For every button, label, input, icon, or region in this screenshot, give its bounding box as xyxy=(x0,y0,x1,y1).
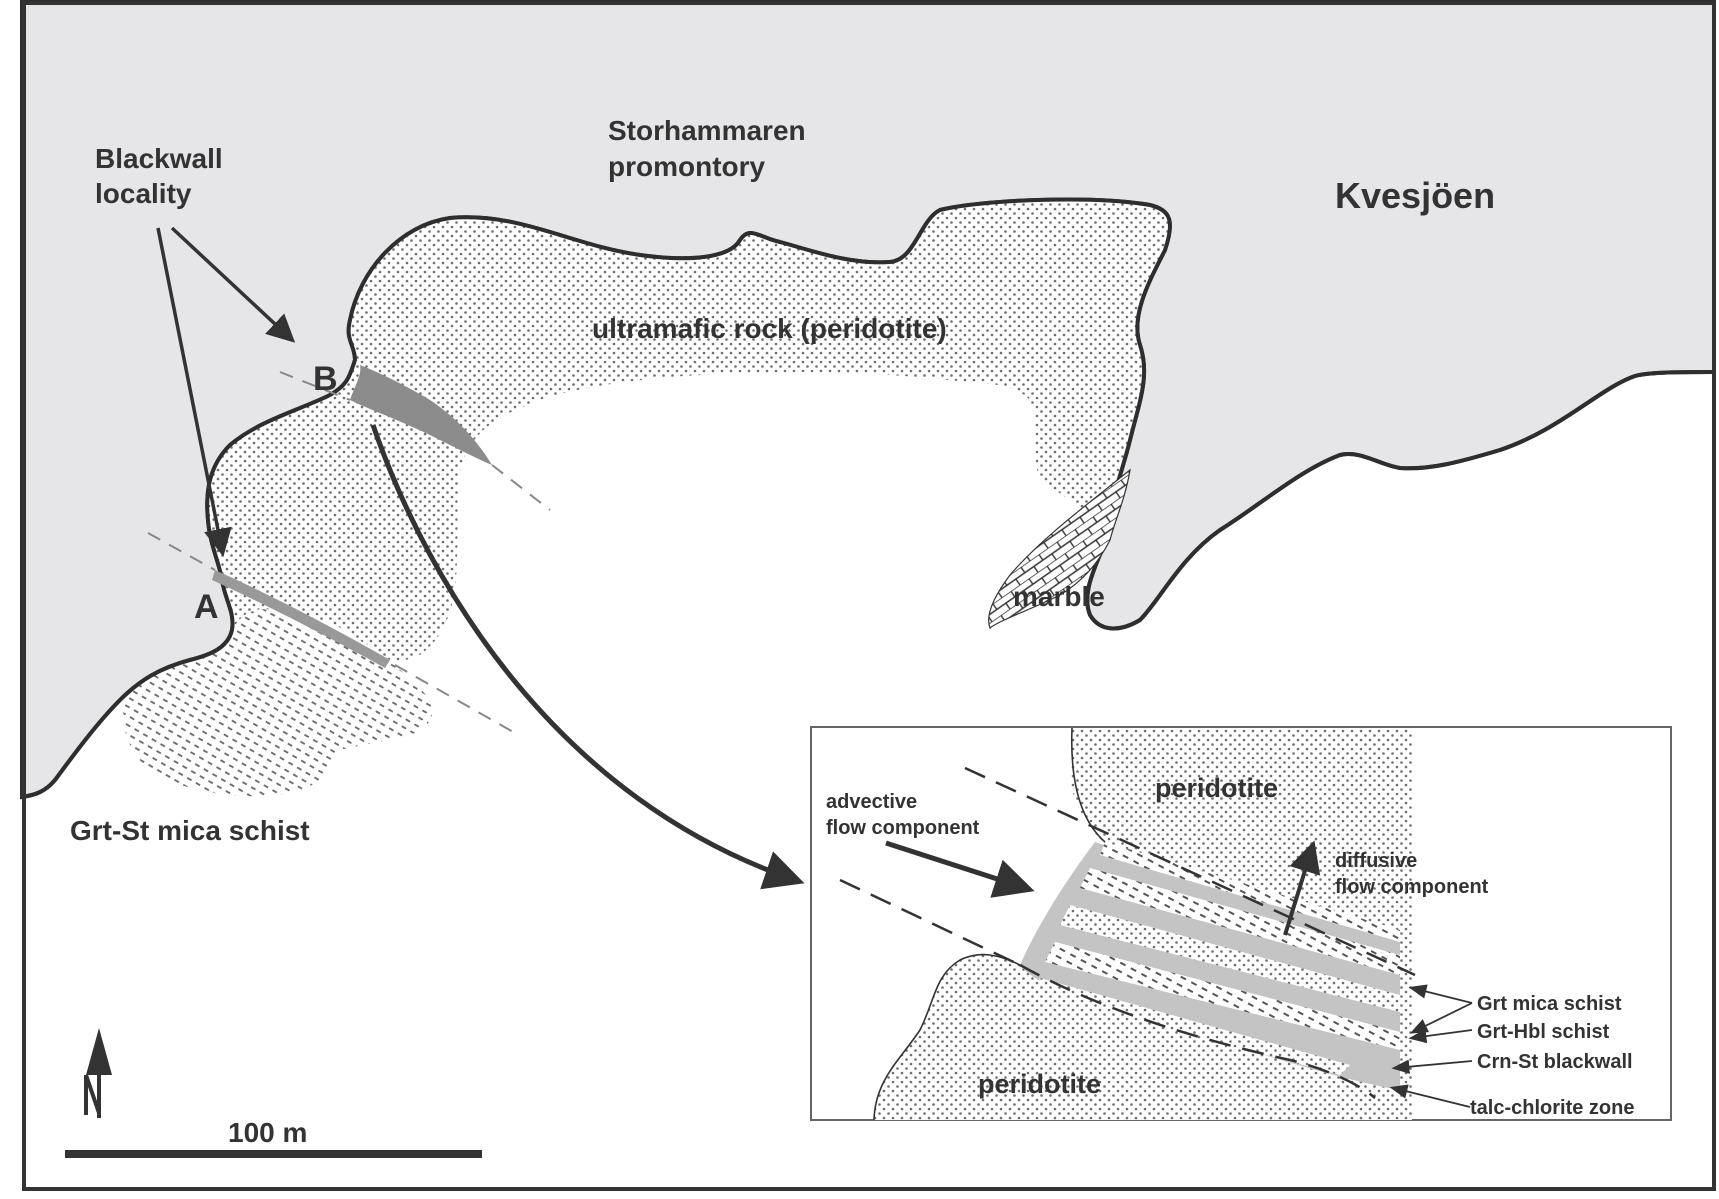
mica-schist-area xyxy=(123,609,433,797)
ultramafic-rock-area xyxy=(207,199,1170,661)
structure-line-b-west xyxy=(279,371,351,401)
inset-label-diffusive-1: diffusive xyxy=(1335,850,1417,872)
label-lake: Kvesjöen xyxy=(1335,175,1495,216)
inset-label-peridotite-top: peridotite xyxy=(1155,773,1278,803)
label-promontory-2: promontory xyxy=(608,151,766,182)
structure-line-a-west xyxy=(147,532,216,571)
label-blackwall-2: locality xyxy=(95,178,192,209)
inset-label-peridotite-bottom: peridotite xyxy=(978,1069,1101,1099)
label-marble: marble xyxy=(1013,581,1105,612)
inset-label-advective-2: flow component xyxy=(826,817,980,839)
blackwall-b xyxy=(350,365,492,465)
legend-crn-st-blackwall: Crn-St blackwall xyxy=(1477,1051,1633,1073)
advective-arrow-icon xyxy=(885,840,1035,898)
arrow-to-b xyxy=(170,226,296,343)
blackwall-a xyxy=(212,570,390,668)
scale-bar-label: 100 m xyxy=(228,1117,307,1148)
legend-grt-mica-schist: Grt mica schist xyxy=(1477,993,1622,1015)
label-locality-b: B xyxy=(313,360,338,398)
inset-diagram xyxy=(810,726,1672,1121)
label-schist: Grt-St mica schist xyxy=(70,815,310,846)
legend-grt-hbl-schist: Grt-Hbl schist xyxy=(1477,1021,1610,1043)
legend-talc-chlorite-zone: talc-chlorite zone xyxy=(1470,1097,1634,1119)
marble-area xyxy=(988,468,1131,629)
scale-bar xyxy=(65,1150,482,1158)
label-ultramafic: ultramafic rock (peridotite) xyxy=(592,313,947,344)
label-promontory-1: Storhammaren xyxy=(608,115,806,146)
label-locality-a: A xyxy=(194,588,219,626)
map-frame xyxy=(22,1,1716,1191)
inset-label-diffusive-2: flow component xyxy=(1335,876,1489,898)
arrow-to-inset xyxy=(370,424,805,890)
shoreline xyxy=(21,197,1715,799)
diffusive-arrow-icon xyxy=(1283,840,1321,936)
structure-line-b-east xyxy=(491,464,551,511)
inset-label-advective-1: advective xyxy=(826,791,917,813)
arrow-to-a xyxy=(156,227,232,557)
label-blackwall-1: Blackwall xyxy=(95,143,223,174)
north-arrow-icon xyxy=(84,1028,112,1118)
